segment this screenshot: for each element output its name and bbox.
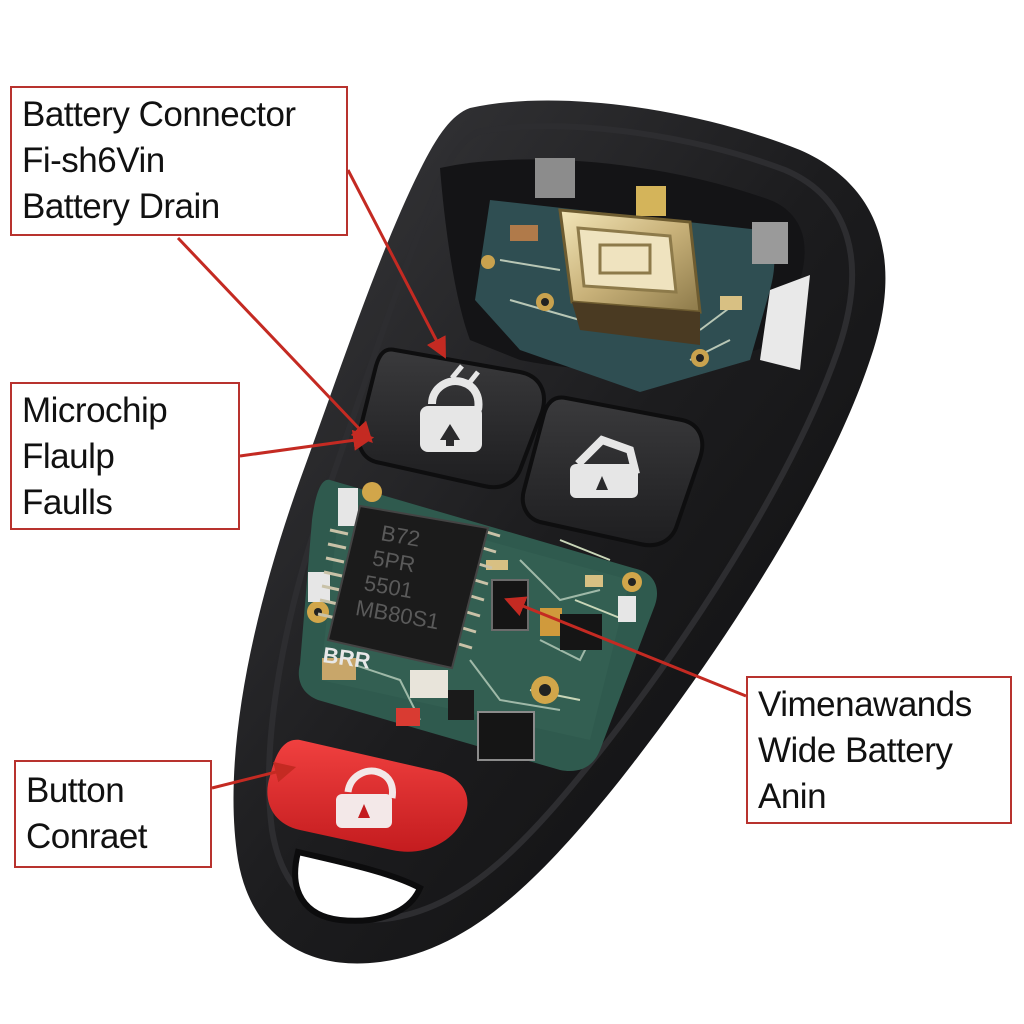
lock-button[interactable] bbox=[520, 395, 705, 548]
callout-microchip-line-2: Flaulp bbox=[22, 437, 115, 476]
leader-battery-connector bbox=[346, 169, 446, 359]
callout-microchip: Microchip Flaulp Faulls bbox=[10, 382, 240, 530]
callout-microchip-line-3: Faulls bbox=[22, 483, 113, 522]
callout-button-line-1: Button bbox=[26, 771, 125, 810]
secondary-ic bbox=[477, 711, 535, 761]
panic-icon bbox=[336, 767, 396, 828]
callout-battery-line-1: Battery Connector bbox=[22, 95, 296, 134]
callout-microchip-line-1: Microchip bbox=[22, 391, 168, 430]
leader-vimenawands bbox=[504, 596, 747, 698]
svg-text:B72 5PR 5501: B72 5PR 5501 MB80S1 bbox=[354, 518, 455, 634]
leader-battery-drain bbox=[176, 236, 373, 444]
callout-vimenawands-line-2: Wide Battery bbox=[758, 731, 953, 770]
microchip: B72 5PR 5501 MB80S1 BRR bbox=[317, 504, 501, 674]
callout-vimenawands-line-3: Anin bbox=[758, 777, 827, 816]
leader-microchip bbox=[239, 429, 375, 458]
leader-button bbox=[211, 761, 297, 790]
chip-pins-left bbox=[317, 528, 349, 620]
battery-connector bbox=[558, 186, 702, 345]
callout-button-line-2: Conraet bbox=[26, 817, 148, 856]
fob-inner-rim bbox=[266, 123, 856, 923]
callout-battery-line-3: Battery Drain bbox=[22, 187, 220, 226]
chip-pins-right bbox=[451, 528, 501, 650]
leader-lines bbox=[176, 169, 747, 790]
callout-button: Button Conraet bbox=[14, 760, 212, 868]
lock-icon bbox=[570, 435, 640, 498]
callout-vimenawands: Vimenawands Wide Battery Anin bbox=[746, 676, 1012, 824]
keyring-loop bbox=[292, 848, 424, 924]
callout-battery-line-2: Fi-sh6Vin bbox=[22, 141, 165, 180]
unlock-button[interactable] bbox=[356, 347, 546, 490]
callout-vimenawands-line-1: Vimenawands bbox=[758, 685, 972, 724]
callout-battery-connector: Battery Connector Fi-sh6Vin Battery Drai… bbox=[10, 86, 348, 236]
panic-button[interactable] bbox=[267, 739, 468, 852]
unlock-icon bbox=[420, 364, 483, 452]
